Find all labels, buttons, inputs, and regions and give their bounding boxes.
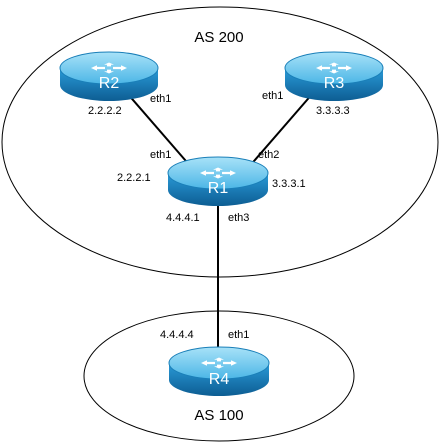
link-r1-r3 — [247, 84, 321, 169]
router-r4[interactable]: R4 — [168, 346, 270, 396]
r4-iface: eth1 — [228, 329, 249, 341]
router-name: R2 — [99, 75, 120, 92]
r1-eth2-ip: 3.3.3.1 — [272, 178, 306, 190]
r1-eth1-ip: 2.2.2.1 — [117, 172, 151, 184]
r2-iface: eth1 — [150, 93, 171, 105]
router-name: R3 — [324, 75, 345, 92]
r1-eth3-iface: eth3 — [228, 212, 249, 224]
router-r1[interactable]: R1 — [167, 156, 269, 206]
r4-ip: 4.4.4.4 — [160, 329, 194, 341]
as200-boundary — [1, 6, 439, 278]
r3-iface: eth1 — [262, 90, 283, 102]
r2-ip: 2.2.2.2 — [88, 105, 122, 117]
router-name: R4 — [209, 371, 230, 388]
r1-eth1-iface: eth1 — [150, 149, 171, 161]
r3-ip: 3.3.3.3 — [316, 105, 350, 117]
as100-label: AS 100 — [194, 407, 243, 424]
r1-eth2-iface: eth2 — [258, 149, 279, 161]
as200-label: AS 200 — [194, 29, 243, 46]
router-name: R1 — [208, 180, 229, 197]
router-r2[interactable]: R2 — [59, 51, 159, 101]
router-r3[interactable]: R3 — [284, 51, 384, 101]
r1-eth3-ip: 4.4.4.1 — [166, 212, 200, 224]
